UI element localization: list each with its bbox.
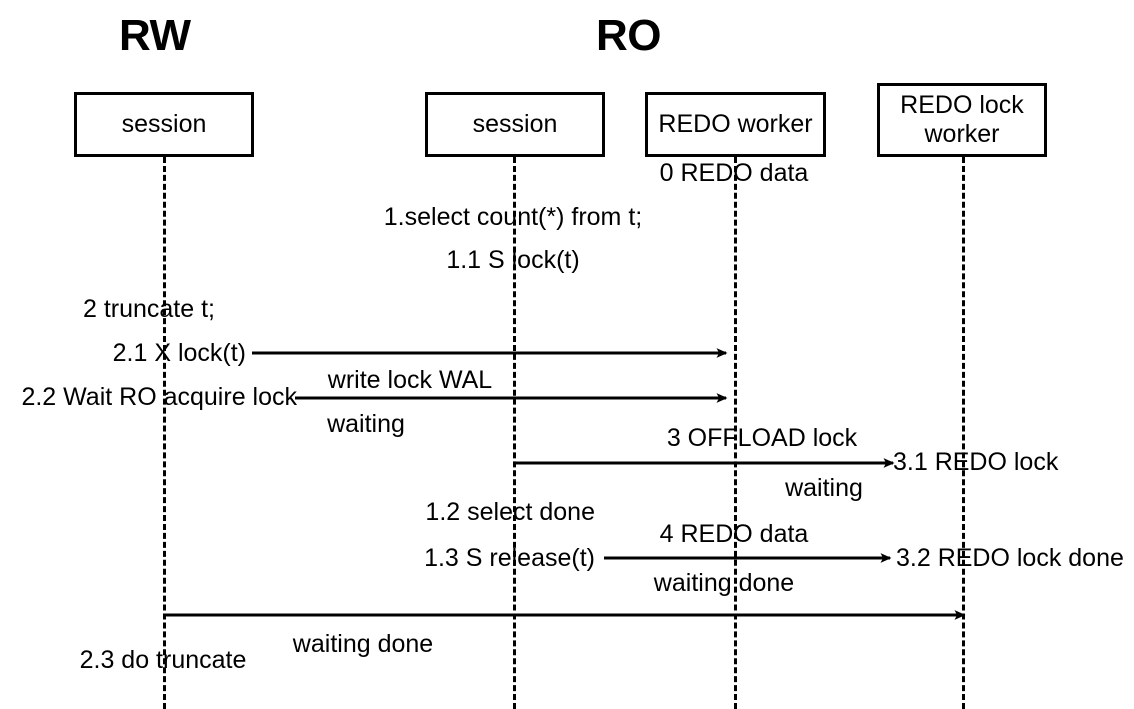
arrow-4-redo-data [604,553,892,563]
group-title-ro: RO [596,11,662,60]
message-label-1-select-count: 1.select count(*) from t; [383,203,643,231]
message-label-3-2-redo-lock-done: 3.2 REDO lock done [896,544,1124,572]
participant-redo-lock-worker[interactable]: REDO lock worker [877,83,1047,157]
participant-rw-session[interactable]: session [74,92,254,157]
message-label-4-redo-data: 4 REDO data [659,520,809,548]
message-label-1-1-s-lock: 1.1 S lock(t) [446,246,580,274]
message-label-2-truncate: 2 truncate t; [82,295,215,323]
message-label-1-2-select-done: 1.2 select done [425,498,595,526]
participant-ro-session[interactable]: session [425,92,605,157]
participant-rw-session-label: session [121,110,207,138]
annotation-waiting-done-1: waiting done [653,569,795,597]
participant-redo-lock-worker-label-line2: worker [924,120,1000,148]
arrow-2-2-wait-ro-acquire-lock [295,393,728,403]
message-label-1-3-s-release: 1.3 S release(t) [424,544,595,572]
message-label-3-offload-lock: 3 OFFLOAD lock [666,424,858,452]
lifeline-ro-session [513,157,516,709]
message-label-0-redo-data: 0 REDO data [659,159,809,187]
arrow-3-offload-lock [516,458,895,468]
group-title-rw: RW [119,11,191,60]
message-label-2-3-do-truncate: 2.3 do truncate [79,646,247,674]
participant-redo-worker[interactable]: REDO worker [645,92,826,157]
arrow-2-1-x-lock [252,348,728,358]
message-label-3-1-redo-lock: 3.1 REDO lock [893,448,1059,476]
arrow-2-3-waiting-done [166,610,966,620]
annotation-waiting-1: waiting [327,410,405,438]
annotation-write-lock-wal: write lock WAL [327,366,493,394]
message-label-2-2-wait-ro-acquire-lock: 2.2 Wait RO acquire lock [21,383,297,411]
lifeline-redo-worker [734,157,737,709]
participant-ro-session-label: session [472,110,558,138]
message-label-2-1-x-lock: 2.1 X lock(t) [112,339,246,367]
annotation-waiting-done-2: waiting done [292,630,434,658]
lifeline-rw-session [163,157,166,709]
lifeline-redo-lock-worker [962,157,965,709]
annotation-waiting-2: waiting [785,474,863,502]
participant-redo-lock-worker-label-line1: REDO lock [900,91,1024,119]
participant-redo-worker-label: REDO worker [658,110,813,138]
